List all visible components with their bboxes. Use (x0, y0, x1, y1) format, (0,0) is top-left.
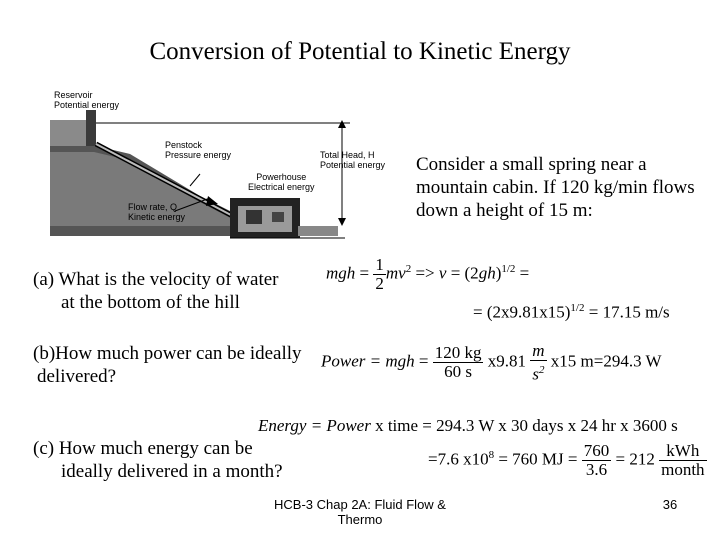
footer-course: HCB-3 Chap 2A: Fluid Flow & Thermo (240, 497, 480, 527)
eq-a2-tail: = 17.15 m/s (584, 302, 670, 322)
eq-b-lhs: Power = mgh (321, 351, 415, 371)
part-b-line2: delivered? (37, 366, 117, 387)
eq-a1-exp: 1/2 (501, 262, 516, 275)
footer-course-line2: Thermo (337, 512, 383, 527)
problem-statement: Consider a small spring near a mountain … (416, 154, 695, 221)
label-head-sub: Potential energy (320, 160, 386, 170)
eq-b-eq: = (414, 351, 433, 371)
eq-a1-frac-num: 1 (373, 255, 386, 275)
eq-b-frac1-num: 120 kg (432, 343, 484, 364)
eq-c1-rhs: x time = 294.3 W x 30 days x 24 hr x 360… (370, 416, 678, 435)
eq-b-frac2-den-exp: 2 (538, 364, 545, 376)
hydro-diagram (50, 110, 350, 239)
label-reservoir: Reservoir Potential energy (54, 90, 119, 110)
label-penstock: Penstock Pressure energy (165, 140, 231, 160)
label-powerhouse-sub: Electrical energy (248, 182, 315, 192)
label-head-title: Total Head, H (320, 150, 375, 160)
eq-b-frac2-den: s (532, 364, 539, 384)
label-penstock-title: Penstock (165, 140, 203, 150)
eq-b-frac1-den: 60 s (444, 362, 473, 382)
part-b-line1: (b)How much power can be ideally (33, 343, 302, 364)
part-c-question: (c) How much energy can be ideally deliv… (33, 437, 323, 483)
eq-a1-tail: = (515, 263, 530, 283)
eq-c1-lhs: Energy = Power (258, 416, 371, 435)
label-flow: Flow rate, Q Kinetic energy (128, 202, 185, 222)
label-reservoir-title: Reservoir (54, 90, 93, 100)
eq-a1-lhs: mgh (326, 263, 356, 283)
slide-title: Conversion of Potential to Kinetic Energ… (149, 38, 571, 65)
dam-wall (86, 110, 96, 150)
eq-c2-pre: =7.6 x10 (428, 449, 489, 469)
eq-a1-v: v (438, 263, 447, 283)
eq-c2-frac1-num: 760 (581, 441, 612, 461)
eq-c2-frac2-num: kWh (659, 442, 707, 461)
eq-c2-exp: 8 (488, 448, 495, 461)
label-head: Total Head, H Potential energy (320, 150, 385, 170)
eq-a1-eq: = (2 (446, 263, 479, 283)
eq-c2-mid: = 760 MJ = (494, 449, 582, 469)
eq-a1-gh: gh (478, 263, 496, 283)
eq-a1-rhs: mv (385, 263, 406, 283)
eq-a2-text: = (2x9.81x15) (473, 302, 571, 322)
page-number: 36 (662, 497, 678, 512)
eq-b-mid: x9.81 (483, 351, 531, 371)
eq-b-tail: x15 m=294.3 W (546, 351, 662, 371)
eq-a1-implies: => (411, 263, 439, 283)
eq-a1-close: ) (495, 263, 502, 283)
label-penstock-sub: Pressure energy (165, 150, 232, 160)
part-c-line1: (c) How much energy can be (33, 438, 253, 459)
part-c-line2: ideally delivered in a month? (61, 461, 283, 482)
part-a-equation-2: = (2x9.81x15)1/2 = 17.15 m/s (473, 302, 670, 323)
part-b-question: (b)How much power can be ideally deliver… (33, 342, 323, 388)
eq-a1-frac-den: 2 (375, 274, 384, 293)
tailrace (298, 226, 338, 236)
part-a-line1: (a) What is the velocity of water (33, 269, 279, 290)
eq-c2-eq: = 212 (611, 449, 660, 469)
footer-course-line1: HCB-3 Chap 2A: Fluid Flow & (274, 497, 446, 512)
eq-c2-frac2-den: month (661, 460, 705, 479)
eq-c2-frac1-den: 3.6 (585, 460, 608, 479)
label-reservoir-sub: Potential energy (54, 100, 120, 110)
eq-b-frac2-num: m (530, 341, 547, 361)
label-powerhouse-title: Powerhouse (256, 172, 307, 182)
part-c-equation-1: Energy = Power x time = 294.3 W x 30 day… (258, 416, 678, 436)
label-powerhouse: Powerhouse Electrical energy (248, 172, 315, 192)
part-a-question: (a) What is the velocity of water at the… (33, 268, 323, 314)
label-flow-sub: Kinetic energy (128, 212, 186, 222)
part-a-line2: at the bottom of the hill (61, 292, 240, 313)
label-flow-title: Flow rate, Q (128, 202, 178, 212)
eq-a2-exp: 1/2 (570, 302, 585, 314)
